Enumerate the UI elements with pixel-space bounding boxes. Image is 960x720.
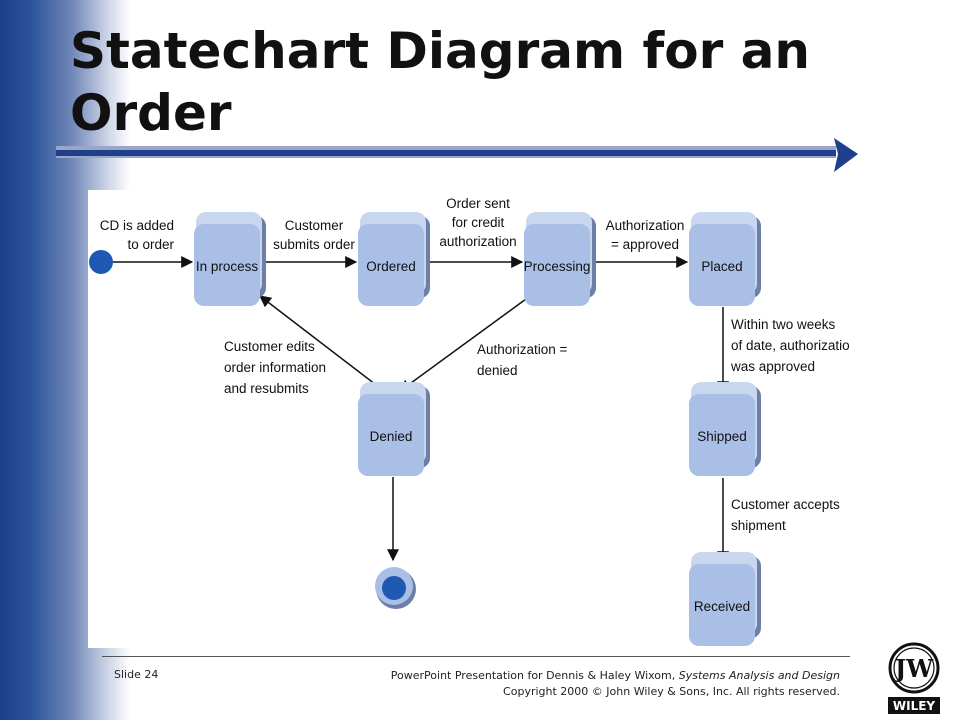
slide-title: Statechart Diagram for an Order bbox=[70, 20, 870, 144]
svg-text:submits order: submits order bbox=[273, 237, 355, 252]
footer-prefix: PowerPoint Presentation for Dennis & Hal… bbox=[390, 669, 679, 682]
label-within-two-weeks: Within two weeks of date, authorization … bbox=[730, 317, 857, 374]
state-ordered: Ordered bbox=[358, 212, 430, 306]
statechart-diagram: In process Ordered Processing Placed Den… bbox=[88, 190, 857, 648]
svg-text:CD is added: CD is added bbox=[100, 218, 174, 233]
state-label: Denied bbox=[370, 429, 413, 444]
state-shipped: Shipped bbox=[689, 382, 761, 476]
svg-text:was approved: was approved bbox=[730, 359, 815, 374]
label-customer-submits: Customer submits order bbox=[273, 218, 355, 252]
final-state bbox=[375, 567, 416, 609]
wiley-logo: JW WILEY bbox=[888, 642, 940, 714]
state-denied: Denied bbox=[358, 382, 430, 476]
footer-copyright: Copyright 2000 © John Wiley & Sons, Inc.… bbox=[503, 685, 840, 698]
svg-text:Within two weeks: Within two weeks bbox=[731, 317, 836, 332]
footer-book-title: Systems Analysis and Design bbox=[678, 669, 840, 682]
label-order-sent: Order sent for credit authorization bbox=[439, 196, 516, 249]
state-processing: Processing bbox=[524, 212, 596, 306]
svg-text:and resubmits: and resubmits bbox=[224, 381, 309, 396]
label-customer-accepts: Customer accepts shipment bbox=[731, 497, 840, 533]
state-label: Ordered bbox=[366, 259, 416, 274]
footer-divider bbox=[102, 656, 850, 657]
svg-text:for credit: for credit bbox=[452, 215, 505, 230]
state-label: Placed bbox=[701, 259, 742, 274]
title-line-2: Order bbox=[70, 84, 232, 142]
svg-text:Customer: Customer bbox=[285, 218, 344, 233]
title-line-1: Statechart Diagram for an bbox=[70, 22, 810, 80]
footer-credits: PowerPoint Presentation for Dennis & Hal… bbox=[280, 668, 840, 700]
transition-customer-edits bbox=[259, 295, 385, 392]
state-label: Shipped bbox=[697, 429, 747, 444]
svg-text:order information: order information bbox=[224, 360, 326, 375]
state-in-process: In process bbox=[194, 212, 266, 306]
label-auth-approved: Authorization = approved bbox=[606, 218, 685, 252]
state-received: Received bbox=[689, 552, 761, 646]
initial-state-dot bbox=[89, 250, 113, 274]
svg-text:of date, authorization: of date, authorization bbox=[731, 338, 850, 353]
label-cd-added: CD is added to order bbox=[100, 218, 175, 252]
svg-text:denied: denied bbox=[477, 363, 518, 378]
svg-text:Customer accepts: Customer accepts bbox=[731, 497, 840, 512]
transition-auth-denied bbox=[399, 298, 527, 392]
svg-text:= approved: = approved bbox=[611, 237, 679, 252]
label-auth-denied: Authorization = denied bbox=[477, 342, 568, 378]
svg-text:JW: JW bbox=[893, 654, 934, 683]
svg-text:to order: to order bbox=[127, 237, 174, 252]
svg-text:authorization: authorization bbox=[439, 234, 516, 249]
svg-text:Customer edits: Customer edits bbox=[224, 339, 315, 354]
state-label: In process bbox=[196, 259, 259, 274]
svg-text:Authorization =: Authorization = bbox=[477, 342, 568, 357]
slide-number: Slide 24 bbox=[114, 668, 159, 681]
svg-text:Authorization: Authorization bbox=[606, 218, 685, 233]
state-placed: Placed bbox=[689, 212, 761, 306]
footer-line-1: PowerPoint Presentation for Dennis & Hal… bbox=[280, 668, 840, 684]
logo-text: WILEY bbox=[893, 699, 936, 713]
statechart-svg: In process Ordered Processing Placed Den… bbox=[89, 196, 857, 646]
svg-text:shipment: shipment bbox=[731, 518, 786, 533]
label-customer-edits: Customer edits order information and res… bbox=[224, 339, 326, 396]
svg-text:Order sent: Order sent bbox=[446, 196, 510, 211]
title-arrow-rule bbox=[56, 138, 858, 172]
state-label: Processing bbox=[524, 259, 591, 274]
state-label: Received bbox=[694, 599, 750, 614]
